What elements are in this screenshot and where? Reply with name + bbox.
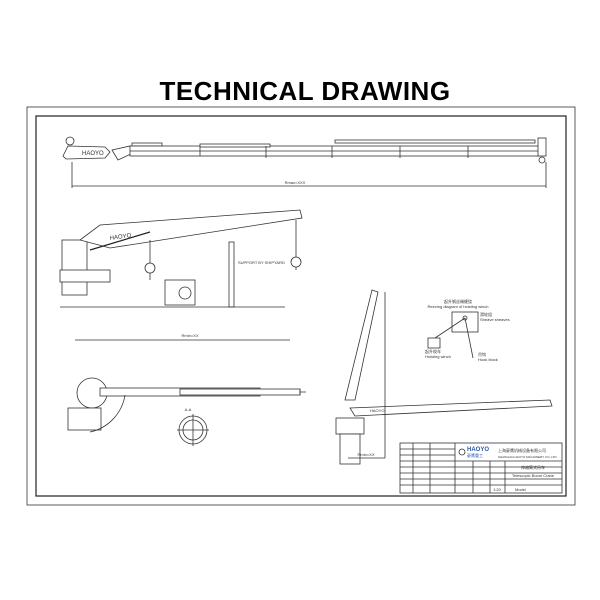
right-crane-view: HAOYO Rmin=XX — [335, 289, 553, 465]
title-block: HAOYO 豪鹰重工 上海豪鹰机械设备有限公司 SHANGHAI HAOYO M… — [399, 442, 563, 494]
inner-frame — [35, 115, 567, 497]
sheave-label-cn: 滑轮组 — [480, 311, 492, 317]
sheave-label-en: Sheave sheaves — [480, 317, 510, 322]
section-label: A-A — [185, 407, 192, 412]
hook-label-en: Hook block — [478, 357, 498, 362]
company-name-en: SHANGHAI HAOYO MACHINERY CO.,LTD. — [498, 455, 558, 459]
side-boom-brand: HAOYO — [109, 233, 132, 242]
winch-label-cn: 起升绞车 — [425, 348, 441, 354]
reeving-title-en: Reeving diagram of hoisting winch — [428, 304, 489, 309]
side-view-crane: HAOYO SUPPORT BY SHIPYARD Rmin=XX — [59, 209, 303, 341]
drawing-title-en: Telescopic Boom Crane — [512, 473, 555, 478]
support-note: SUPPORT BY SHIPYARD — [238, 260, 285, 265]
sheet-model: Model — [515, 487, 526, 492]
reeving-title-cn: 起升钢丝绳缠绕 — [444, 298, 472, 304]
boom-brand-label: HAOYO — [82, 151, 104, 157]
reeving-diagram: 起升钢丝绳缠绕 Reeving diagram of hoisting winc… — [425, 298, 510, 362]
right-boom-brand: HAOYO — [370, 408, 384, 413]
extended-boom-view: HAOYO Rmax=XXX — [62, 136, 547, 188]
plan-view — [67, 377, 306, 433]
winch-label-en: Hoisting winch — [425, 354, 451, 359]
title-block-logo-cn: 豪鹰重工 — [467, 452, 483, 458]
page-title: TECHNICAL DRAWING — [159, 76, 451, 106]
rmin-side-dimension: Rmin=XX — [357, 452, 374, 457]
outer-frame — [26, 106, 576, 506]
rmin-dimension: Rmin=XX — [181, 333, 198, 338]
hook-label-cn: 吊钩 — [478, 351, 486, 357]
drawing-title-cn: 伸缩臂式吊车 — [521, 464, 545, 470]
section-a-a: A-A — [177, 407, 209, 446]
rmax-dimension: Rmax=XXX — [285, 180, 306, 185]
company-name-cn: 上海豪鹰机械设备有限公司 — [498, 447, 546, 453]
title-block-logo: HAOYO — [467, 447, 489, 453]
scale-value: 1:20 — [493, 487, 502, 492]
